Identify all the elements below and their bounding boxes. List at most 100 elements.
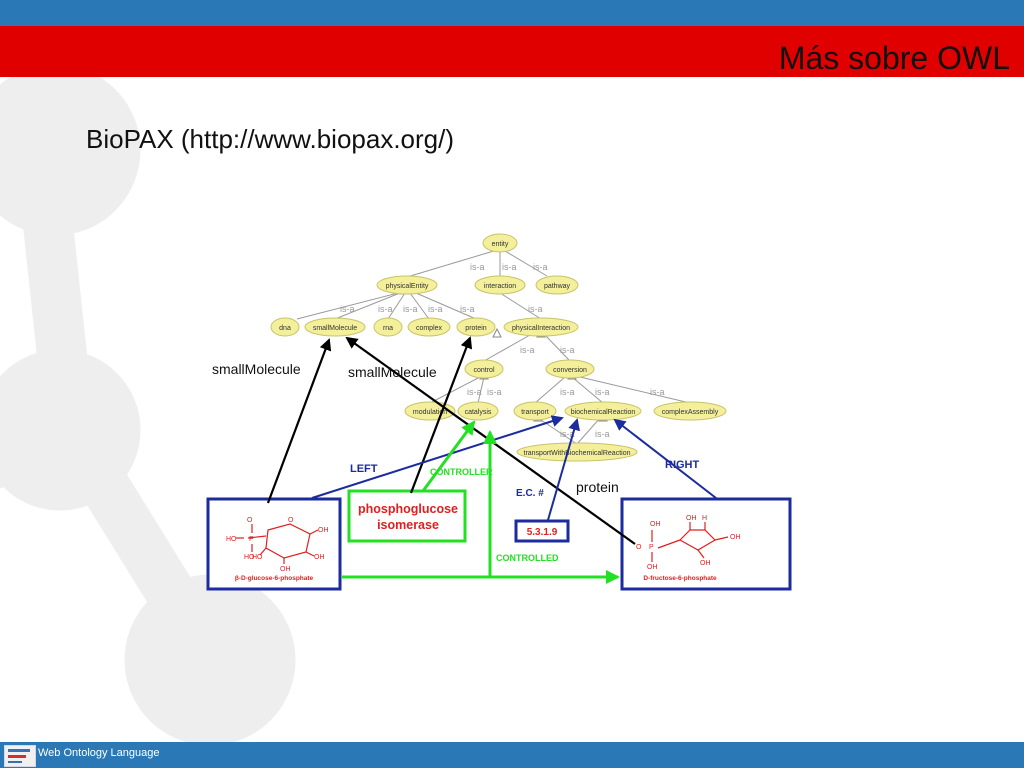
fructose-structure — [651, 522, 729, 562]
footer-logo — [4, 745, 36, 767]
node-dna — [270, 317, 300, 337]
left-molecule-name: β-D-glucose-6-phosphate — [235, 575, 314, 582]
svg-text:OH: OH — [318, 527, 329, 534]
svg-text:OH: OH — [730, 534, 741, 541]
isa-edge — [429, 376, 481, 404]
isa-label: is-a — [528, 304, 543, 314]
isa-edges — [296, 249, 691, 445]
node-label: modulation — [413, 409, 447, 416]
node-label: catalysis — [465, 409, 492, 416]
node-physical-entity — [376, 275, 438, 295]
small-molecule-label-left: smallMolecule — [212, 361, 301, 377]
small-molecule-label-right: smallMolecule — [348, 364, 437, 380]
node-biochemical-reaction — [564, 401, 642, 421]
isa-label: is-a — [533, 262, 548, 272]
node-conversion — [545, 359, 595, 379]
isa-label: is-a — [650, 387, 665, 397]
isa-label: is-a — [403, 304, 418, 314]
isa-edge — [296, 292, 399, 320]
isa-edge — [499, 292, 542, 320]
left-molecule-box — [206, 497, 342, 591]
svg-text:P: P — [649, 544, 654, 551]
left-arrow — [311, 415, 564, 499]
enzyme-name-line2: isomerase — [377, 518, 439, 532]
controller-label: CONTROLLER — [430, 467, 493, 477]
slide-subtitle: BioPAX (http://www.biopax.org/) — [86, 124, 455, 154]
ec-number-box — [514, 519, 570, 543]
isa-edge — [409, 292, 430, 320]
slide-title: Más sobre OWL — [778, 40, 1010, 76]
node-complex — [407, 317, 451, 337]
isa-label: is-a — [502, 262, 517, 272]
isa-label: is-a — [428, 304, 443, 314]
node-control — [464, 359, 504, 379]
enzyme-box — [347, 489, 467, 543]
isa-label: is-a — [560, 345, 575, 355]
svg-text:OH: OH — [686, 515, 697, 522]
node-transport — [513, 401, 557, 421]
isa-edge — [571, 376, 604, 404]
isa-edge — [544, 334, 571, 362]
isa-label: is-a — [467, 387, 482, 397]
title-band — [0, 26, 1024, 77]
svg-text:OH: OH — [700, 560, 711, 567]
svg-text:OH: OH — [280, 566, 291, 573]
node-label: interaction — [484, 283, 516, 290]
node-protein — [456, 317, 496, 337]
node-rna — [373, 317, 403, 337]
glucose-structure — [236, 523, 319, 564]
isa-label: is-a — [378, 304, 393, 314]
footer-bar: Web Ontology Language — [0, 742, 1024, 768]
node-entity — [482, 233, 518, 253]
isa-label: is-a — [560, 387, 575, 397]
controlled-label: CONTROLLED — [496, 553, 559, 563]
node-label: physicalEntity — [386, 283, 429, 290]
node-label: complex — [416, 325, 443, 332]
isa-label: is-a — [470, 262, 485, 272]
right-arrow — [613, 418, 717, 499]
isa-edge — [576, 417, 601, 445]
svg-text:HO: HO — [244, 554, 255, 561]
node-complex-assembly — [653, 401, 727, 421]
node-label: physicalInteraction — [512, 325, 570, 332]
node-label: complexAssembly — [662, 409, 719, 416]
right-molecule-name: D-fructose-6-phosphate — [643, 575, 717, 582]
isa-label: is-a — [595, 429, 610, 439]
svg-text:HO: HO — [226, 536, 237, 543]
isa-edge — [477, 376, 485, 404]
node-interaction — [474, 275, 526, 295]
isa-edge — [579, 376, 691, 404]
svg-text:HO: HO — [252, 554, 263, 561]
node-label: transportWithBiochemicalReaction — [524, 450, 631, 457]
isa-label: is-a — [520, 345, 535, 355]
node-physical-interaction — [503, 317, 579, 337]
node-pathway — [535, 275, 579, 295]
svg-text:OH: OH — [650, 521, 661, 528]
protein-label: protein — [576, 479, 619, 495]
node-label: pathway — [544, 283, 571, 290]
svg-text:OH: OH — [647, 564, 658, 571]
controller-arrow — [421, 420, 476, 492]
isa-edge — [483, 334, 531, 362]
svg-text:OH: OH — [314, 554, 325, 561]
isa-label: is-a — [460, 304, 475, 314]
isa-label: is-a — [487, 387, 502, 397]
left-label: LEFT — [350, 463, 378, 475]
isa-edge — [406, 249, 498, 278]
node-small-molecule — [304, 317, 366, 337]
ec-number: 5.3.1.9 — [527, 527, 558, 538]
right-label: RIGHT — [665, 459, 700, 471]
isa-edge — [534, 376, 566, 404]
ec-arrow — [547, 418, 580, 521]
isa-edge — [415, 292, 477, 320]
small-molecule-arrow-left — [266, 338, 332, 504]
node-label: protein — [465, 325, 487, 332]
ec-label: E.C. # — [516, 488, 544, 499]
node-label: dna — [279, 325, 291, 332]
footer-text: Web Ontology Language — [38, 747, 160, 759]
enzyme-name-line1: phosphoglucose — [358, 502, 458, 516]
node-catalysis — [457, 401, 499, 421]
isa-edge — [504, 250, 548, 277]
